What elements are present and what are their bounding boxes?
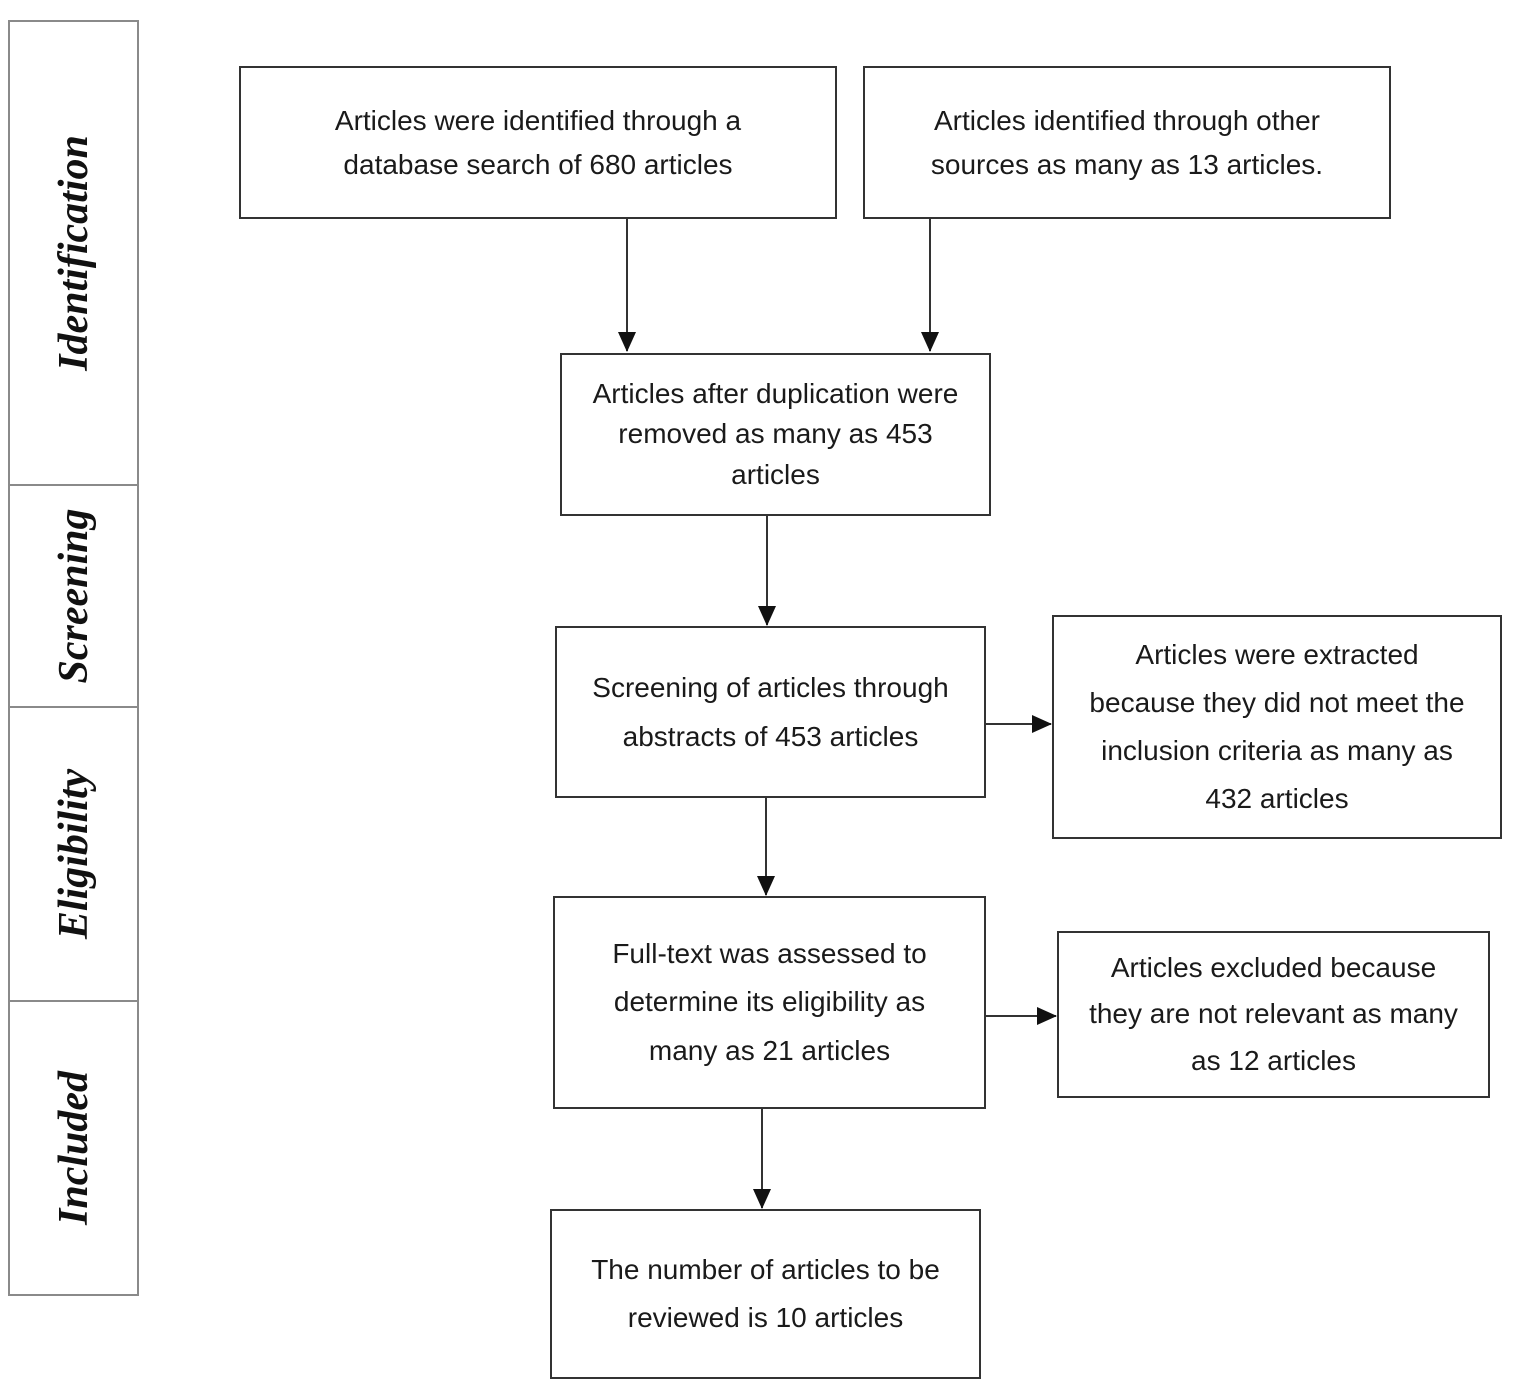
extracted-text: Articles were extracted because they did… bbox=[1089, 638, 1465, 815]
extracted-box: Articles were extracted because they did… bbox=[1052, 615, 1502, 839]
abstract-screening-text: Screening of articles through abstracts … bbox=[592, 672, 949, 752]
stage-identification: Identification bbox=[8, 20, 139, 486]
excluded-text: Articles excluded because they are not r… bbox=[1089, 952, 1458, 1076]
database-search-box: Articles were identified through a datab… bbox=[239, 66, 837, 219]
stage-eligibility: Eligibility bbox=[8, 706, 139, 1002]
after-duplication-box: Articles after duplication were removed … bbox=[560, 353, 991, 516]
other-sources-box: Articles identified through other source… bbox=[863, 66, 1391, 219]
excluded-box: Articles excluded because they are not r… bbox=[1057, 931, 1490, 1098]
stage-screening: Screening bbox=[8, 484, 139, 708]
full-text-text: Full-text was assessed to determine its … bbox=[612, 938, 927, 1066]
stage-label-included: Included bbox=[50, 1070, 97, 1226]
reviewed-text: The number of articles to be reviewed is… bbox=[591, 1253, 940, 1333]
reviewed-box: The number of articles to be reviewed is… bbox=[550, 1209, 981, 1379]
full-text-box: Full-text was assessed to determine its … bbox=[553, 896, 986, 1109]
stage-label-eligibility: Eligibility bbox=[50, 768, 97, 940]
database-search-text: Articles were identified through a datab… bbox=[334, 105, 742, 180]
other-sources-text: Articles identified through other source… bbox=[930, 105, 1324, 180]
stage-label-identification: Identification bbox=[50, 135, 97, 371]
abstract-screening-box: Screening of articles through abstracts … bbox=[555, 626, 986, 798]
stage-label-screening: Screening bbox=[50, 508, 97, 684]
stage-included: Included bbox=[8, 1000, 139, 1296]
after-duplication-text: Articles after duplication were removed … bbox=[592, 377, 959, 490]
